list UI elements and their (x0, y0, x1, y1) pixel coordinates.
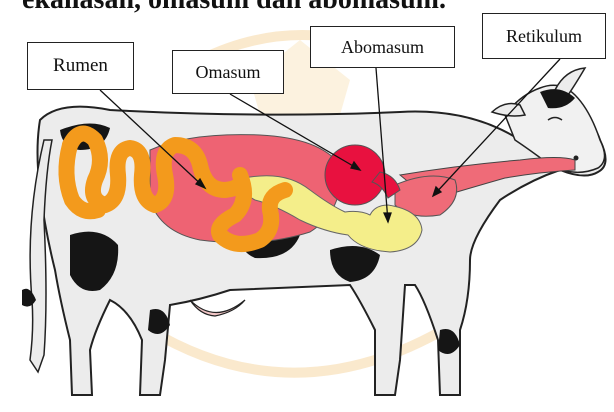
retikulum-label: Retikulum (482, 13, 606, 59)
rumen-label: Rumen (27, 42, 134, 90)
cow-udder (190, 300, 245, 316)
abomasum-organ (325, 145, 385, 205)
omasum-label: Omasum (172, 50, 284, 94)
abomasum-label: Abomasum (310, 26, 455, 68)
cow-body (22, 68, 606, 395)
